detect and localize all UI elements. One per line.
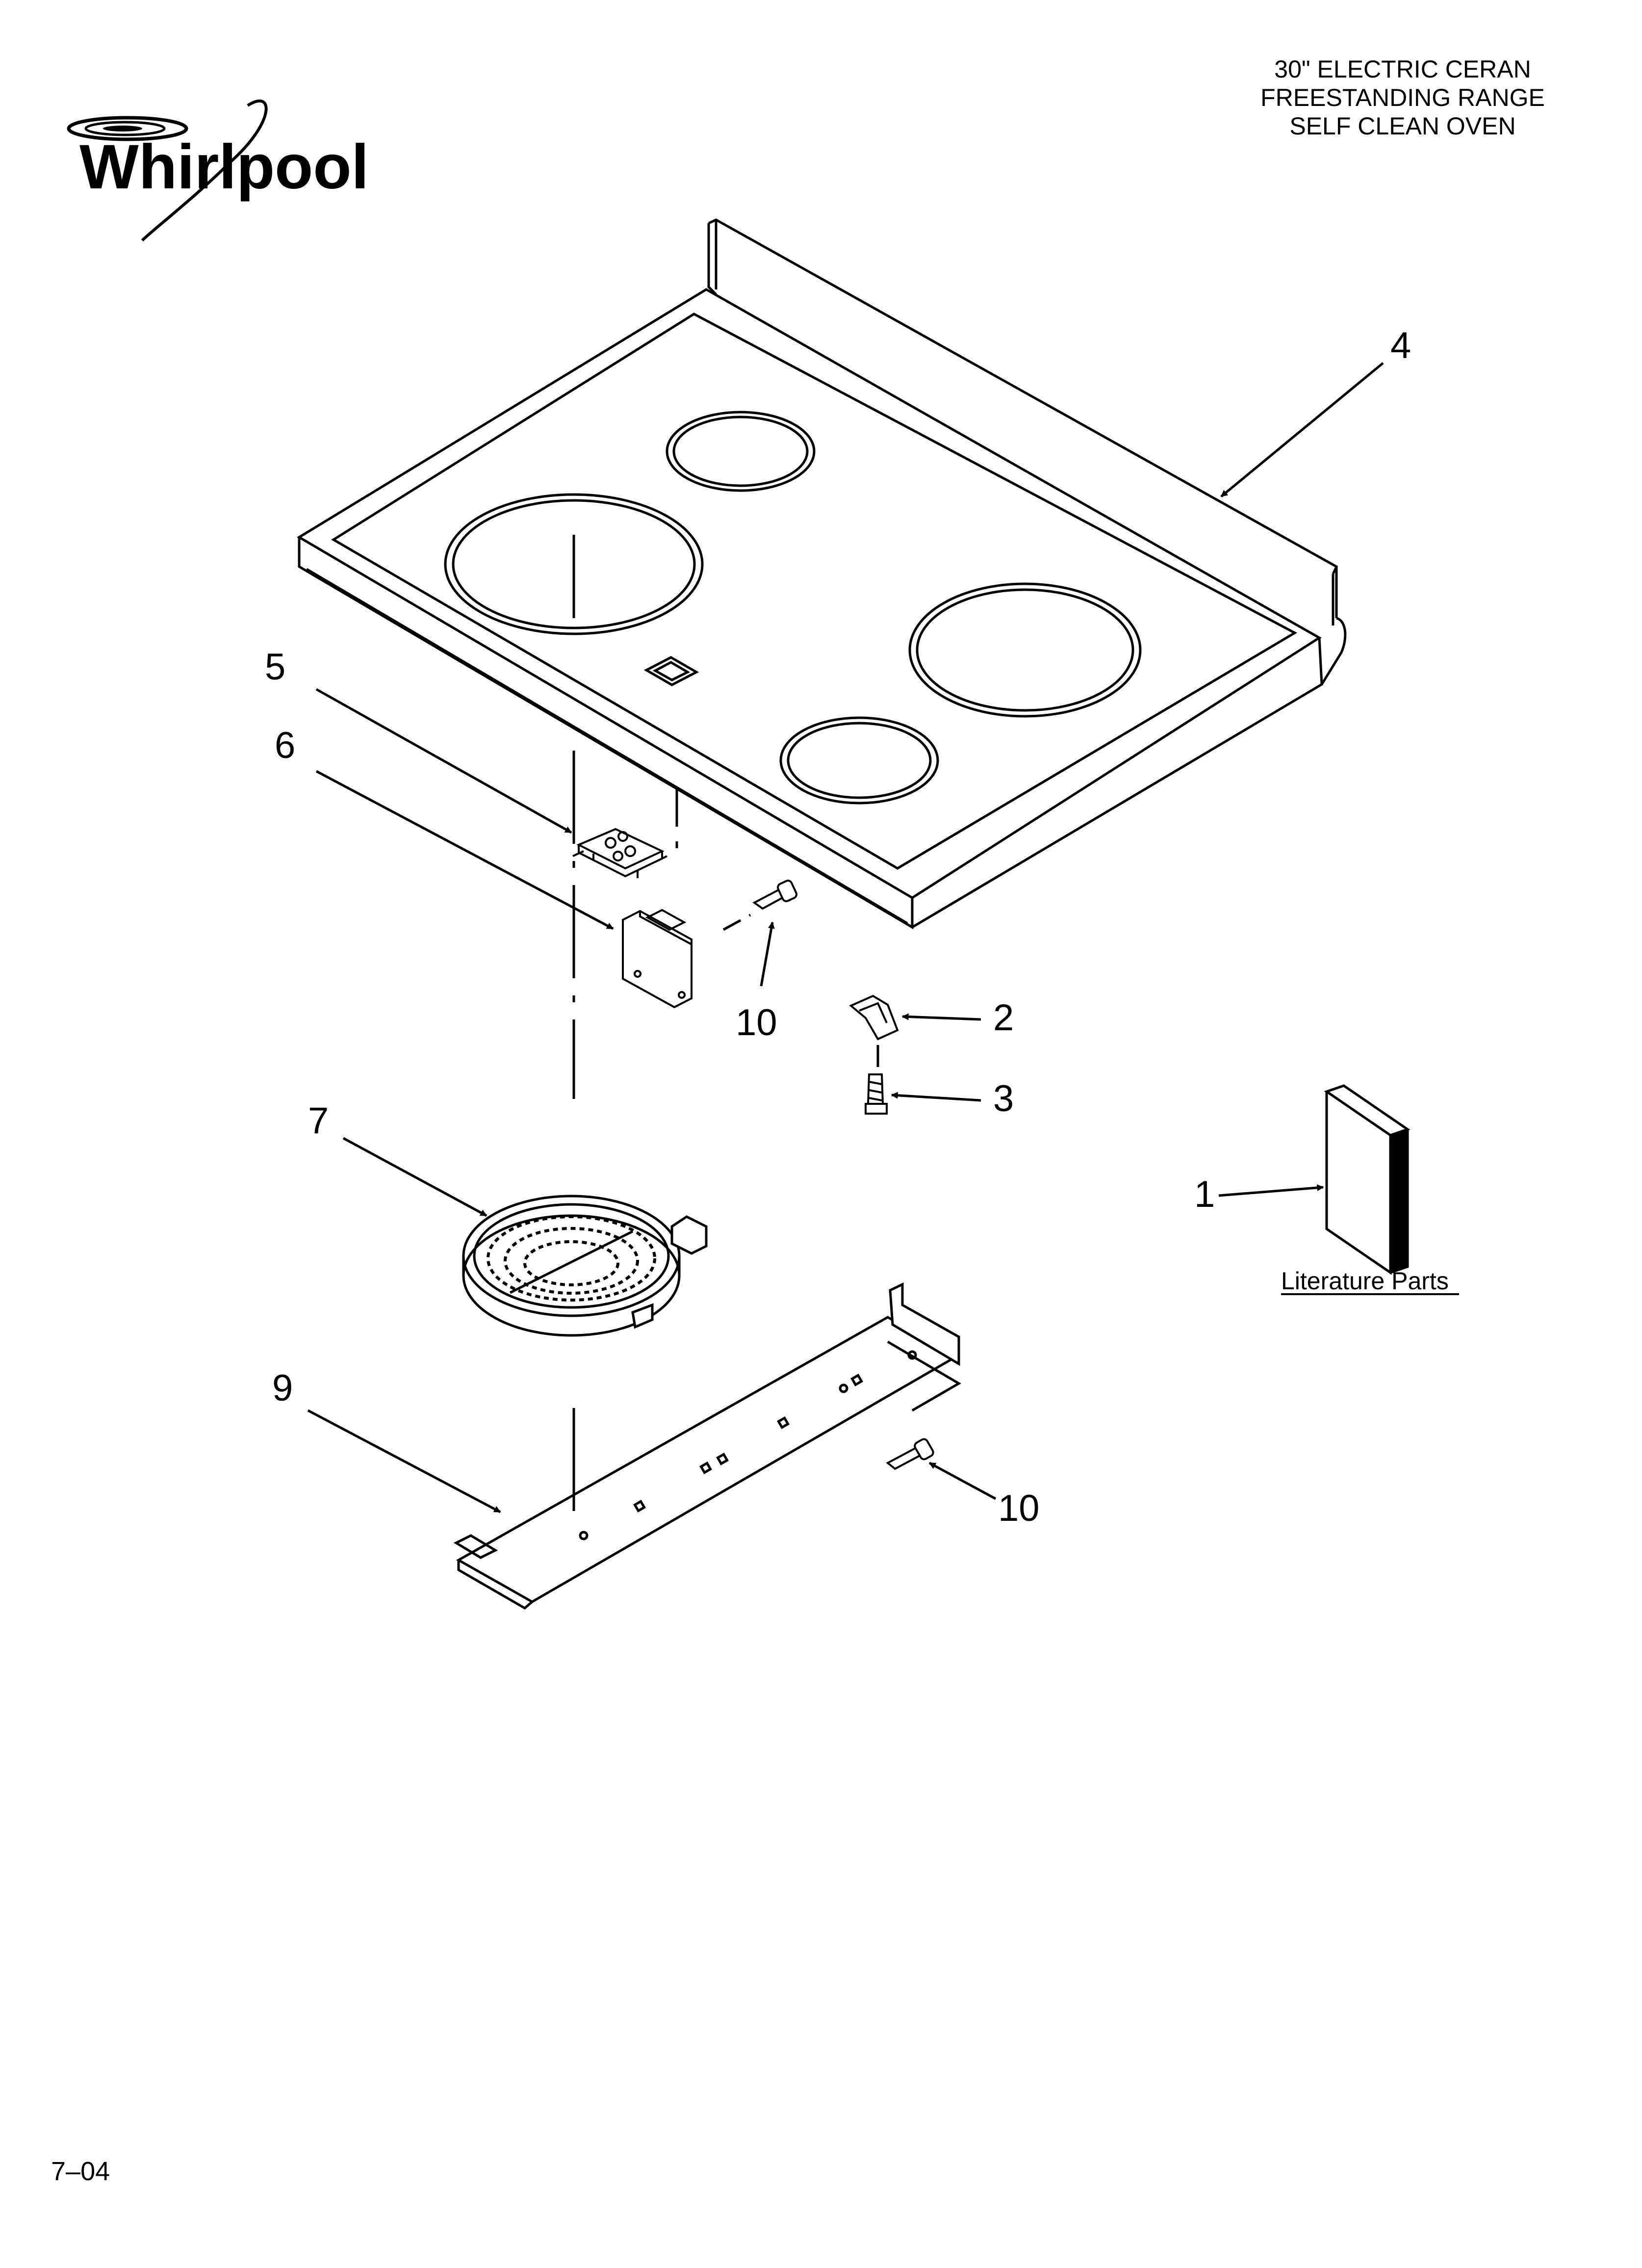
indicator-switch <box>572 828 667 878</box>
callout-5: 5 <box>265 646 285 688</box>
mounting-screw <box>865 1073 888 1115</box>
callout-10-lower: 10 <box>998 1487 1040 1529</box>
callout-9: 9 <box>272 1367 293 1409</box>
literature-booklet <box>1324 1084 1411 1275</box>
radiant-element <box>462 1195 708 1337</box>
switch-bracket <box>622 909 693 1009</box>
title-line-1: 30" ELECTRIC CERAN <box>1274 55 1531 83</box>
callout-numbers: 4 5 6 10 2 3 1 7 9 10 <box>265 325 1411 1529</box>
callout-6: 6 <box>275 725 295 766</box>
callout-7: 7 <box>308 1100 329 1142</box>
callout-10-upper: 10 <box>736 1002 777 1043</box>
mounting-clip <box>849 994 899 1041</box>
cooktop-glass <box>297 218 1347 930</box>
alignment-lines <box>572 751 961 1511</box>
support-bar <box>453 1282 960 1610</box>
logo-text: Whirlpool <box>79 132 369 202</box>
callout-4: 4 <box>1390 325 1411 366</box>
whirlpool-logo: Whirlpool <box>67 99 369 242</box>
screw-lower <box>886 1438 934 1470</box>
screw-upper <box>752 880 797 910</box>
title-line-3: SELF CLEAN OVEN <box>1289 112 1516 140</box>
leader-lines <box>307 362 1384 1513</box>
title-line-2: FREESTANDING RANGE <box>1260 84 1545 111</box>
callout-3: 3 <box>993 1078 1014 1120</box>
literature-parts-label: Literature Parts <box>1281 1267 1449 1295</box>
callout-2: 2 <box>993 997 1014 1039</box>
model-title: 30" ELECTRIC CERAN FREESTANDING RANGE SE… <box>1192 55 1614 140</box>
callout-1: 1 <box>1194 1173 1215 1215</box>
date-code: 7–04 <box>51 2157 110 2186</box>
